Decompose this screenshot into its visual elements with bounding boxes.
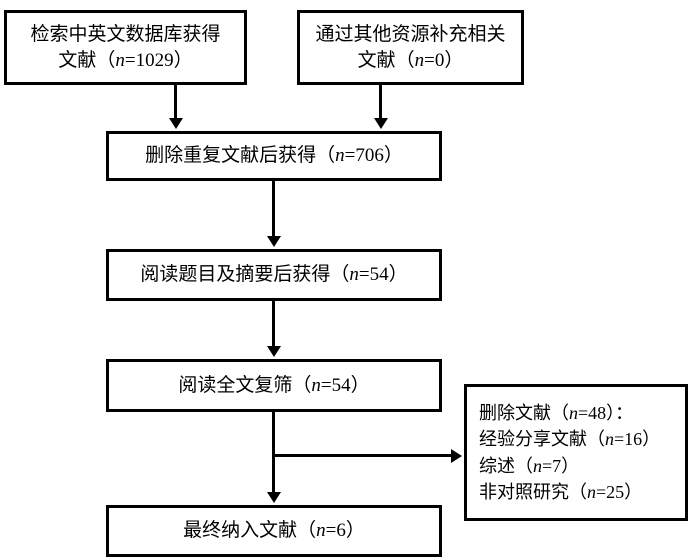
node-database-search-text: 检索中英文数据库获得 文献（n=1029） (7, 22, 244, 72)
node-excluded-line1-prefix: 删除文献（ (479, 403, 569, 424)
node-title-abstract-screening-suffix: =54） (358, 264, 408, 286)
node-other-sources-n-symbol: n (414, 49, 425, 71)
node-final-included-suffix: =6） (325, 520, 365, 542)
node-other-sources-line2-prefix: 文献（ (357, 49, 415, 71)
node-title-abstract-screening-text: 阅读题目及摘要后获得（n=54） (109, 262, 439, 287)
node-duplicates-removed-n-symbol: n (335, 145, 345, 167)
node-excluded-reasons-text: 删除文献（n=48）： 经验分享文献（n=16） 综述（n=7） 非对照研究（n… (467, 400, 685, 504)
connector-fulltext-to-included-line (272, 412, 275, 494)
node-duplicates-removed-text: 删除重复文献后获得（n=706） (109, 143, 439, 168)
node-excluded-line4-suffix: =25） (596, 481, 643, 502)
node-database-search-line2-suffix: =1029） (124, 49, 193, 71)
node-excluded-line1-suffix: =48）： (578, 403, 634, 424)
connector-screening-to-fulltext-arrow (266, 346, 281, 357)
node-title-abstract-screening: 阅读题目及摘要后获得（n=54） (106, 249, 442, 301)
node-excluded-line2-prefix: 经验分享文献（ (479, 429, 605, 450)
connector-other-sources-to-dedup-line (379, 85, 382, 120)
connector-fulltext-to-included-arrow (266, 492, 281, 503)
node-excluded-line2-n-symbol: n (605, 429, 614, 450)
node-final-included-prefix: 最终纳入文献（ (183, 520, 317, 542)
node-other-sources: 通过其他资源补充相关 文献（n=0） (297, 10, 524, 85)
node-final-included-n-symbol: n (316, 520, 326, 542)
node-fulltext-review-prefix: 阅读全文复筛（ (178, 374, 312, 396)
node-database-search-line1: 检索中英文数据库获得 (30, 24, 221, 46)
node-fulltext-review-text: 阅读全文复筛（n=54） (109, 373, 439, 398)
node-excluded-line3-n-symbol: n (533, 455, 542, 476)
node-duplicates-removed: 删除重复文献后获得（n=706） (106, 131, 442, 181)
node-fulltext-review-n-symbol: n (311, 374, 321, 396)
node-other-sources-line1: 通过其他资源补充相关 (315, 24, 506, 46)
node-excluded-line4-prefix: 非对照研究（ (479, 481, 587, 502)
connector-exclusion-branch-line (272, 454, 452, 457)
node-other-sources-text: 通过其他资源补充相关 文献（n=0） (300, 22, 521, 72)
node-excluded-line3-prefix: 综述（ (479, 455, 533, 476)
connector-other-sources-to-dedup-arrow (373, 118, 388, 129)
node-duplicates-removed-prefix: 删除重复文献后获得（ (145, 145, 336, 167)
node-excluded-reasons: 删除文献（n=48）： 经验分享文献（n=16） 综述（n=7） 非对照研究（n… (464, 384, 688, 521)
node-title-abstract-screening-prefix: 阅读题目及摘要后获得（ (140, 264, 350, 286)
node-fulltext-review: 阅读全文复筛（n=54） (106, 359, 442, 412)
connector-exclusion-branch-arrow (451, 448, 462, 463)
connector-db-search-to-dedup-arrow (168, 118, 183, 129)
node-database-search-n-symbol: n (115, 49, 125, 71)
node-excluded-line1-n-symbol: n (569, 403, 578, 424)
node-excluded-line2-suffix: =16） (614, 429, 661, 450)
node-fulltext-review-suffix: =54） (320, 374, 370, 396)
connector-db-search-to-dedup-line (174, 85, 177, 120)
node-excluded-line4-n-symbol: n (587, 481, 596, 502)
node-other-sources-line2-suffix: =0） (424, 49, 464, 71)
node-database-search-line2-prefix: 文献（ (58, 49, 116, 71)
connector-screening-to-fulltext-line (272, 301, 275, 348)
connector-dedup-to-screening-line (272, 181, 275, 238)
node-database-search: 检索中英文数据库获得 文献（n=1029） (4, 10, 247, 85)
node-excluded-line3-suffix: =7） (542, 455, 580, 476)
node-final-included-text: 最终纳入文献（n=6） (109, 518, 439, 543)
connector-dedup-to-screening-arrow (266, 236, 281, 247)
node-final-included: 最终纳入文献（n=6） (106, 505, 442, 557)
node-duplicates-removed-suffix: =706） (344, 145, 403, 167)
node-title-abstract-screening-n-symbol: n (349, 264, 359, 286)
